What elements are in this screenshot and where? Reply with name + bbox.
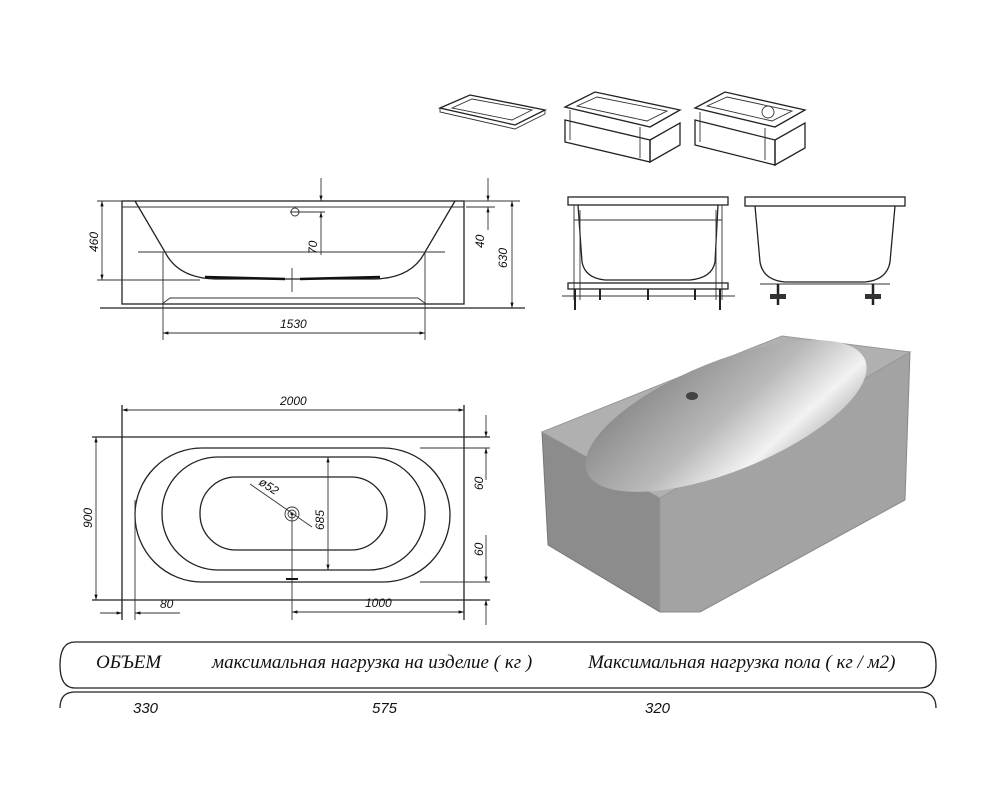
table-header-max-load-floor: Максимальная нагрузка пола ( кг / м2) bbox=[588, 652, 896, 673]
end-view-with-frame bbox=[562, 196, 735, 310]
table-header-border bbox=[59, 641, 937, 689]
table-value-max-load-product: 575 bbox=[372, 700, 398, 717]
dim-80: 80 bbox=[160, 597, 174, 611]
dim-630: 630 bbox=[496, 248, 510, 268]
plan-view bbox=[92, 405, 490, 625]
dim-40: 40 bbox=[473, 234, 487, 248]
table-value-max-load-floor: 320 bbox=[645, 700, 671, 717]
dim-70: 70 bbox=[306, 240, 320, 254]
iso-thumbnail-bare-tub bbox=[437, 94, 547, 130]
iso-thumbnail-tub-with-frame bbox=[563, 91, 682, 164]
dim-460: 460 bbox=[87, 232, 101, 252]
iso-thumbnail-tub-with-panel bbox=[693, 91, 807, 167]
dim-drain-diameter: ø52 bbox=[256, 475, 281, 498]
end-view-on-legs bbox=[744, 196, 906, 305]
dim-1000: 1000 bbox=[365, 596, 392, 610]
side-elevation-view bbox=[97, 178, 525, 340]
table-header-volume: ОБЪЕМ bbox=[96, 652, 162, 673]
table-value-volume: 330 bbox=[133, 700, 159, 717]
table-header-max-load-product: максимальная нагрузка на изделие ( кг ) bbox=[212, 652, 533, 673]
dim-60-bottom: 60 bbox=[472, 542, 486, 556]
dim-2000: 2000 bbox=[279, 394, 307, 408]
overflow-icon bbox=[686, 392, 698, 400]
dim-900: 900 bbox=[81, 508, 95, 528]
table-values-border bbox=[59, 691, 937, 709]
dim-1530: 1530 bbox=[280, 317, 307, 331]
dim-60-top: 60 bbox=[472, 476, 486, 490]
dim-685: 685 bbox=[313, 510, 327, 530]
bathtub-3d-render bbox=[540, 335, 912, 613]
